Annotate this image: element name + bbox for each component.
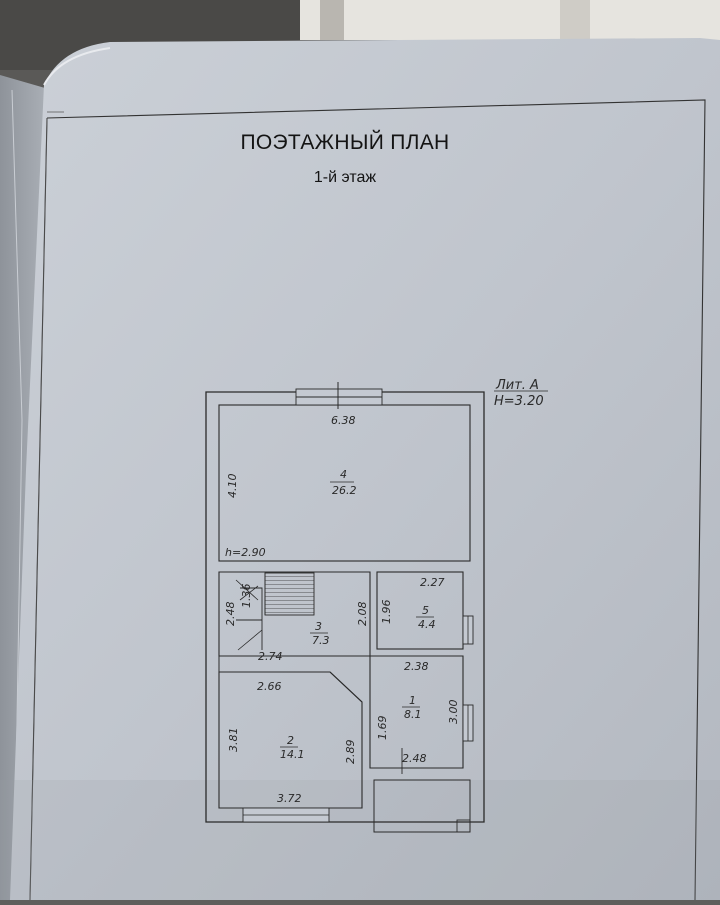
room-5 <box>376 571 464 650</box>
dim-r5-width: 2.27 <box>420 576 445 589</box>
wall-background <box>300 0 720 40</box>
staircase <box>264 572 315 616</box>
dim-r4-width: 6.38 <box>331 414 356 427</box>
plan-title: ПОЭТАЖНЫЙ ПЛАН <box>240 131 450 154</box>
dim-r3-bottom: 2.74 <box>258 650 283 663</box>
dim-r4-height: h=2.90 <box>225 546 266 559</box>
dim-r3-right: 2.08 <box>356 602 369 627</box>
dim-r2-bottom: 3.72 <box>277 792 302 805</box>
height-label: H=3.20 <box>494 394 544 409</box>
dim-r2-right: 2.89 <box>344 740 357 765</box>
dim-stair-a: 2.48 <box>224 602 237 627</box>
dim-r4-depth: 4.10 <box>226 474 239 499</box>
dim-r2-left: 3.81 <box>227 728 240 753</box>
room-2 <box>218 671 363 809</box>
room-2-area: 14.1 <box>280 748 305 761</box>
plan-labels: Лит. А H=3.20 6.38 4.10 4 26.2 h=2.90 3 … <box>224 378 548 805</box>
dim-r1-left: 1.69 <box>376 716 389 741</box>
outer-wall <box>205 391 485 823</box>
dim-r2-top: 2.66 <box>257 680 282 693</box>
floor-label: 1-й этаж <box>313 169 377 186</box>
room-1-area: 8.1 <box>404 708 422 721</box>
dim-r1-bottom: 2.48 <box>402 752 427 765</box>
room-1-number: 1 <box>409 694 416 707</box>
floor-plan <box>205 382 485 833</box>
dim-r1-width: 2.38 <box>404 660 429 673</box>
paper-sheet <box>10 38 720 900</box>
room-4-area: 26.2 <box>332 484 357 497</box>
room-5-area: 4.4 <box>418 618 436 631</box>
liter-label: Лит. А <box>495 378 539 393</box>
room-4-number: 4 <box>340 468 347 481</box>
dim-r1-depth: 3.00 <box>447 700 460 725</box>
dim-stair-b: 1.36 <box>240 584 253 609</box>
room-3-area: 7.3 <box>312 634 330 647</box>
room-2-number: 2 <box>287 734 294 747</box>
room-5-number: 5 <box>422 604 429 617</box>
room-3-number: 3 <box>315 620 322 633</box>
dim-r5-depth: 1.96 <box>380 600 393 625</box>
left-page <box>0 75 45 900</box>
